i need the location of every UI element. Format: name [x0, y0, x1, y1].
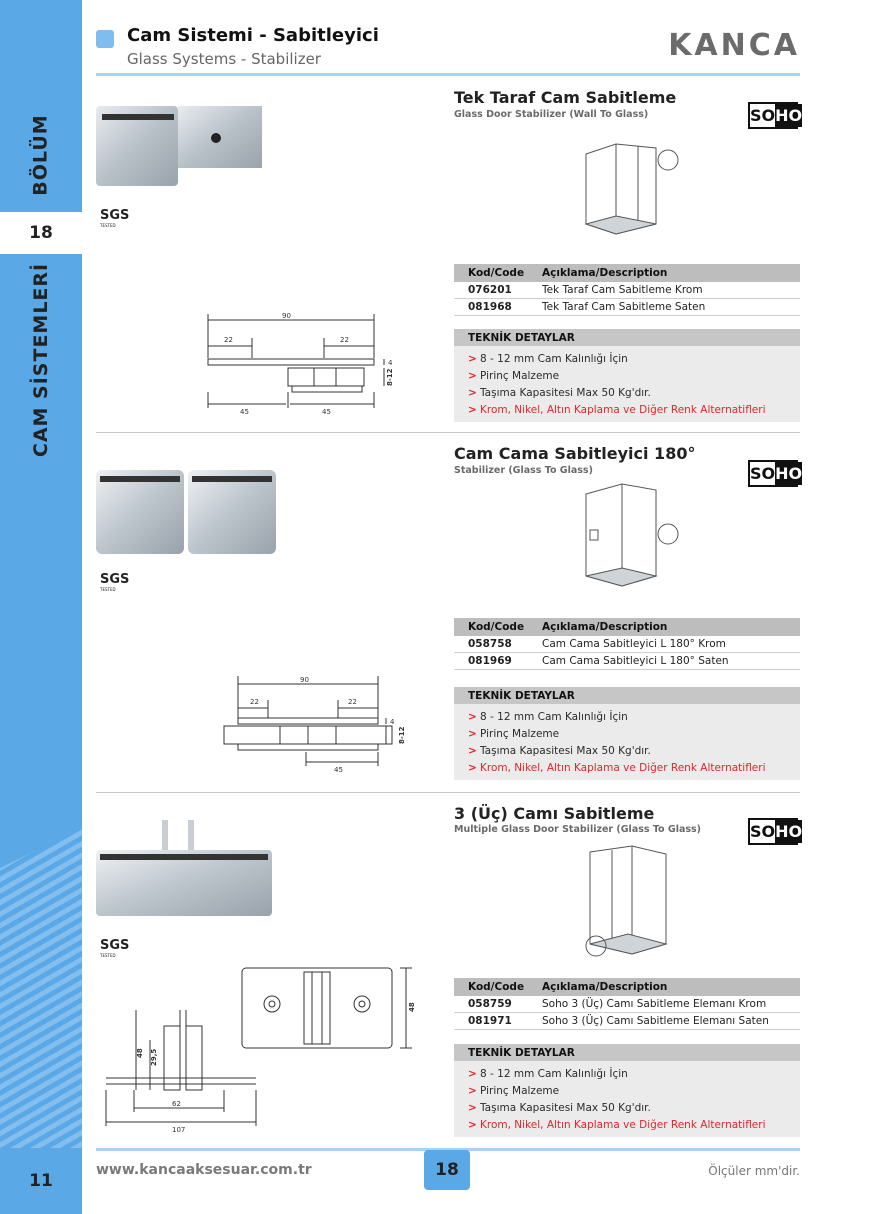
- product-photo-three-glass: [96, 820, 272, 916]
- svg-text:107: 107: [172, 1126, 185, 1134]
- shower-cabin-illustration: [585, 483, 679, 587]
- product-title: 3 (Üç) Camı Sabitleme: [454, 804, 655, 823]
- svg-text:29,5: 29,5: [150, 1049, 158, 1066]
- website-link[interactable]: www.kancaaksesuar.com.tr: [96, 1162, 312, 1178]
- detail-item: >8 - 12 mm Cam Kalınlığı İçin: [468, 1067, 628, 1080]
- svg-text:48: 48: [136, 1048, 144, 1058]
- sidebar: BÖLÜM CAM SİSTEMLERİ: [0, 0, 82, 1148]
- section-page-badge: 18: [424, 1150, 470, 1190]
- units-note: Ölçüler mm'dir.: [708, 1164, 800, 1178]
- technical-drawing-1: 90 22 22 45 45 4 8-12: [207, 312, 394, 416]
- sidebar-category-label: CAM SİSTEMLERİ: [30, 262, 52, 458]
- svg-text:45: 45: [322, 408, 331, 416]
- product-title: Tek Taraf Cam Sabitleme: [454, 88, 677, 107]
- shower-cabin-illustration: [585, 845, 668, 957]
- svg-text:45: 45: [334, 766, 343, 772]
- detail-item: >Taşıma Kapasitesi Max 50 Kg'dır.: [468, 744, 651, 757]
- svg-text:8-12: 8-12: [386, 368, 394, 386]
- svg-text:4: 4: [390, 718, 395, 726]
- footer-divider: [96, 1148, 800, 1151]
- svg-text:22: 22: [250, 698, 259, 706]
- product-photo-wall-glass: [96, 106, 262, 186]
- header-square-icon: [96, 30, 114, 48]
- svg-text:22: 22: [340, 336, 349, 344]
- detail-item: >Pirinç Malzeme: [468, 1084, 560, 1097]
- sidebar-section-number: 18: [0, 212, 82, 254]
- sidebar-stripes: [0, 828, 82, 1148]
- technical-details: TEKNİK DETAYLAR >8 - 12 mm Cam Kalınlığı…: [454, 687, 800, 780]
- detail-item: >Krom, Nikel, Altın Kaplama ve Diğer Ren…: [468, 403, 766, 416]
- technical-drawing-2: 90 22 22 45 4 8-12: [223, 676, 406, 772]
- page-subtitle: Glass Systems - Stabilizer: [127, 50, 321, 68]
- page-number-left: 11: [0, 1148, 82, 1214]
- svg-text:90: 90: [300, 676, 309, 684]
- svg-text:22: 22: [224, 336, 233, 344]
- detail-item: >Pirinç Malzeme: [468, 369, 560, 382]
- brand-logo: KANCA: [668, 28, 800, 63]
- shower-cabin-illustration: [584, 143, 679, 235]
- technical-details: TEKNİK DETAYLAR >8 - 12 mm Cam Kalınlığı…: [454, 1044, 800, 1137]
- product-title: Cam Cama Sabitleyici 180°: [454, 444, 696, 463]
- detail-item: >Taşıma Kapasitesi Max 50 Kg'dır.: [468, 1101, 651, 1114]
- svg-text:45: 45: [240, 408, 249, 416]
- detail-item: >Taşıma Kapasitesi Max 50 Kg'dır.: [468, 386, 651, 399]
- technical-drawing-3: 48 48 29,5 62 107: [105, 967, 416, 1134]
- product-subtitle: Multiple Glass Door Stabilizer (Glass To…: [454, 824, 702, 835]
- section-divider: [96, 792, 800, 793]
- svg-text:90: 90: [282, 312, 291, 320]
- svg-text:62: 62: [172, 1100, 181, 1108]
- svg-text:22: 22: [348, 698, 357, 706]
- svg-text:4: 4: [388, 359, 393, 367]
- product-subtitle: Stabilizer (Glass To Glass): [454, 465, 593, 476]
- detail-item: >Pirinç Malzeme: [468, 727, 560, 740]
- detail-item: >8 - 12 mm Cam Kalınlığı İçin: [468, 352, 628, 365]
- product-photo-glass-glass: [96, 470, 276, 554]
- svg-text:8-12: 8-12: [398, 726, 406, 744]
- detail-item: >Krom, Nikel, Altın Kaplama ve Diğer Ren…: [468, 1118, 766, 1131]
- svg-text:48: 48: [408, 1002, 416, 1012]
- technical-details: TEKNİK DETAYLAR >8 - 12 mm Cam Kalınlığı…: [454, 329, 800, 422]
- header-divider: [96, 73, 800, 76]
- sidebar-section-label: BÖLÜM: [30, 114, 52, 196]
- detail-item: >8 - 12 mm Cam Kalınlığı İçin: [468, 710, 628, 723]
- detail-item: >Krom, Nikel, Altın Kaplama ve Diğer Ren…: [468, 761, 766, 774]
- section-divider: [96, 432, 800, 433]
- page-title: Cam Sistemi - Sabitleyici: [127, 25, 379, 46]
- product-subtitle: Glass Door Stabilizer (Wall To Glass): [454, 109, 649, 120]
